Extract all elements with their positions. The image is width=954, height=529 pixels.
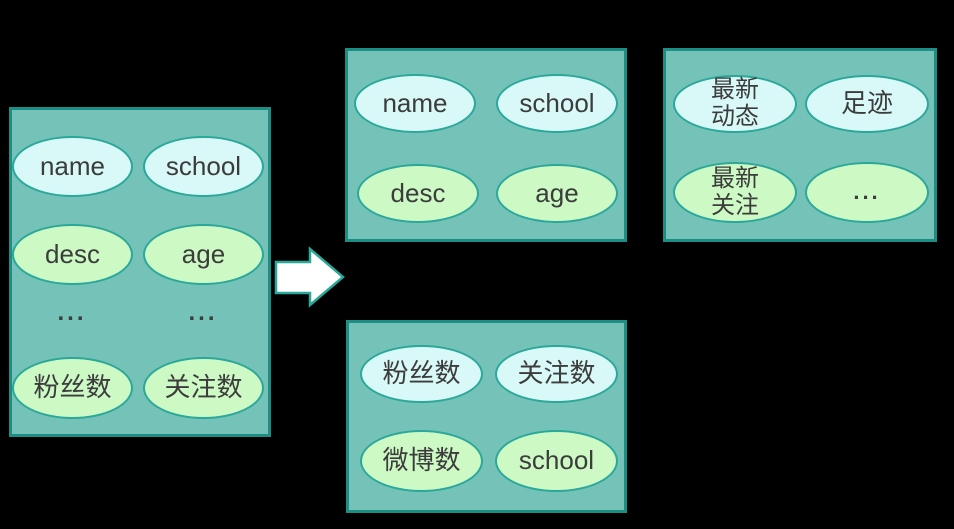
attribute-ellipse: age <box>143 224 264 285</box>
attribute-ellipse: school <box>143 136 264 197</box>
attribute-ellipse: 微博数 <box>360 430 483 492</box>
entity-box-source: name school desc age ... ... 粉丝数 关注数 <box>9 107 271 437</box>
attribute-ellipse: age <box>496 164 618 223</box>
entity-box-activity: 最新 动态 足迹 最新 关注 ... <box>663 48 937 242</box>
attribute-ellipse: 关注数 <box>495 345 618 403</box>
transform-arrow <box>274 246 346 308</box>
attribute-ellipse: 关注数 <box>143 357 264 419</box>
ellipsis-label: ... <box>57 299 87 326</box>
attribute-ellipse: 粉丝数 <box>360 345 483 403</box>
attribute-ellipse: 最新 动态 <box>673 75 797 133</box>
attribute-ellipse: name <box>354 74 476 133</box>
ellipsis-label: ... <box>188 299 218 326</box>
attribute-ellipse: 足迹 <box>805 75 929 133</box>
entity-box-profile: name school desc age <box>345 48 627 242</box>
attribute-ellipse: 最新 关注 <box>673 162 797 223</box>
attribute-ellipse: desc <box>12 224 133 285</box>
attribute-ellipse: school <box>496 74 618 133</box>
attribute-ellipse: ... <box>805 162 929 223</box>
right-arrow-icon <box>274 246 345 308</box>
attribute-ellipse: 粉丝数 <box>12 357 133 419</box>
attribute-ellipse: name <box>12 136 133 197</box>
attribute-ellipse: school <box>495 430 618 492</box>
attribute-ellipse: desc <box>357 164 479 223</box>
entity-box-stats: 粉丝数 关注数 微博数 school <box>346 320 627 513</box>
